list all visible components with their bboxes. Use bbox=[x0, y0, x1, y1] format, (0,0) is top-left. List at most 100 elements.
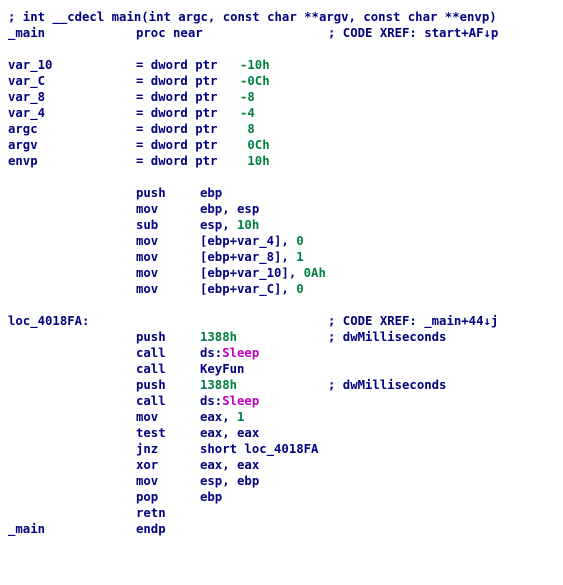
function-signature-line: ; int __cdecl main(int argc, const char … bbox=[8, 9, 560, 25]
immediate-value: 1 bbox=[237, 410, 245, 424]
instruction-mnemonic[interactable]: test bbox=[136, 426, 166, 440]
instruction-operands[interactable]: eax, eax bbox=[200, 425, 259, 441]
instruction-mnemonic[interactable]: pop bbox=[136, 490, 159, 504]
instruction-line: push ebp bbox=[8, 185, 560, 201]
stack-variable-offset: -10h bbox=[240, 58, 270, 72]
instruction-mnemonic[interactable]: call bbox=[136, 346, 166, 360]
prologue-block: push ebp mov ebp, esp sub esp, 10h mov [ebp+var… bbox=[8, 185, 560, 297]
stack-variable-line: var_4 = dword ptr -4 bbox=[8, 105, 560, 121]
stack-variable-type: = dword ptr bbox=[136, 106, 218, 120]
blank-line bbox=[8, 297, 560, 313]
stack-variable-name[interactable]: var_4 bbox=[8, 106, 46, 120]
stack-variable-type: = dword ptr bbox=[136, 122, 218, 136]
stack-variable-name[interactable]: var_8 bbox=[8, 90, 46, 104]
disassembly-listing: ; int __cdecl main(int argc, const char … bbox=[8, 9, 560, 537]
instruction-operands[interactable]: ebp, esp bbox=[200, 201, 259, 217]
operand-text: ebp, esp bbox=[200, 202, 260, 216]
xref-down-arrow-icon: ↓ bbox=[483, 26, 491, 40]
stack-variable-line: var_8= dword ptr-8 bbox=[8, 89, 560, 105]
stack-variable-name[interactable]: var_C bbox=[8, 74, 46, 88]
operand-text: [ebp+var_4], bbox=[200, 234, 297, 248]
instruction-line: mov [ebp+var_8], 1 bbox=[8, 249, 560, 265]
loop-label[interactable]: loc_4018FA: bbox=[8, 314, 90, 328]
function-signature-comment: ; int __cdecl main(int argc, const char … bbox=[8, 10, 497, 24]
stack-variable-offset: 8 bbox=[240, 122, 255, 136]
operand-text: ebp bbox=[200, 186, 223, 200]
stack-variable-offset: -4 bbox=[240, 106, 255, 120]
blank-line bbox=[8, 169, 560, 185]
instruction-mnemonic[interactable]: sub bbox=[136, 218, 159, 232]
instruction-operands[interactable]: [ebp+var_10], 0Ah bbox=[200, 265, 326, 281]
stack-variable-offset: 0Ch bbox=[240, 138, 270, 152]
stack-variable-name[interactable]: var_10 bbox=[8, 58, 53, 72]
instruction-mnemonic[interactable]: jnz bbox=[136, 442, 159, 456]
instruction-operands[interactable]: [ebp+var_4], 0 bbox=[200, 233, 304, 249]
loop-xref-comment[interactable]: ; CODE XREF: _main+44↓j bbox=[328, 313, 498, 329]
instruction-mnemonic[interactable]: call bbox=[136, 362, 166, 376]
instruction-mnemonic[interactable]: mov bbox=[136, 474, 159, 488]
proc-xref-comment[interactable]: ; CODE XREF: start+AF↓p bbox=[328, 25, 498, 41]
instruction-line: call ds:Sleep bbox=[8, 345, 560, 361]
proc-line: _main proc near ; CODE XREF: start+AF↓p bbox=[8, 25, 560, 41]
instruction-mnemonic[interactable]: push bbox=[136, 186, 166, 200]
instruction-line: mov [ebp+var_C], 0 bbox=[8, 281, 560, 297]
operand-text: ds: bbox=[200, 394, 223, 408]
immediate-value: 1 bbox=[296, 250, 304, 264]
stack-variable-name[interactable]: envp bbox=[8, 154, 38, 168]
stack-variable-offset: -8 bbox=[240, 90, 255, 104]
instruction-mnemonic[interactable]: mov bbox=[136, 234, 159, 248]
endp-name-label[interactable]: _main bbox=[8, 522, 46, 536]
instruction-operands[interactable]: ebp bbox=[200, 185, 222, 201]
instruction-mnemonic[interactable]: push bbox=[136, 330, 166, 344]
instruction-mnemonic[interactable]: mov bbox=[136, 410, 159, 424]
operand-text: esp, bbox=[200, 218, 238, 232]
stack-variable-name[interactable]: argc bbox=[8, 122, 38, 136]
instruction-mnemonic[interactable]: call bbox=[136, 394, 166, 408]
immediate-value: 1388h bbox=[200, 378, 238, 392]
proc-xref-text: ; CODE XREF: start+AF bbox=[328, 26, 484, 40]
instruction-mnemonic[interactable]: mov bbox=[136, 266, 159, 280]
imported-function-name[interactable]: Sleep bbox=[222, 346, 260, 360]
stack-variable-name[interactable]: argv bbox=[8, 138, 38, 152]
instruction-mnemonic[interactable]: xor bbox=[136, 458, 159, 472]
instruction-operands[interactable]: 1388h bbox=[200, 377, 237, 393]
operand-text: eax, eax bbox=[200, 426, 260, 440]
operand-text: short loc_4018FA bbox=[200, 442, 319, 456]
imported-function-name[interactable]: Sleep bbox=[222, 394, 260, 408]
instruction-operands[interactable]: ebp bbox=[200, 489, 222, 505]
instruction-operands[interactable]: [ebp+var_C], 0 bbox=[200, 281, 304, 297]
stack-variable-offset: -0Ch bbox=[240, 74, 270, 88]
stack-variable-line: var_C= dword ptr-0Ch bbox=[8, 73, 560, 89]
instruction-comment: ; dwMilliseconds bbox=[328, 330, 447, 344]
instruction-operands[interactable]: 1388h bbox=[200, 329, 237, 345]
instruction-operands[interactable]: esp, ebp bbox=[200, 473, 259, 489]
instruction-operands[interactable]: ds:Sleep bbox=[200, 345, 259, 361]
instruction-operands[interactable]: eax, 1 bbox=[200, 409, 244, 425]
instruction-line: mov [ebp+var_10], 0Ah bbox=[8, 265, 560, 281]
instruction-operands[interactable]: eax, eax bbox=[200, 457, 259, 473]
xref-down-arrow-icon: ↓ bbox=[483, 314, 491, 328]
proc-xref-type: p bbox=[490, 26, 499, 40]
instruction-mnemonic[interactable]: mov bbox=[136, 202, 159, 216]
instruction-mnemonic[interactable]: mov bbox=[136, 250, 159, 264]
operand-text: [ebp+var_8], bbox=[200, 250, 297, 264]
blank-line bbox=[8, 41, 560, 57]
instruction-mnemonic[interactable]: retn bbox=[136, 506, 166, 520]
immediate-value: 10h bbox=[237, 218, 260, 232]
operand-text: eax, eax bbox=[200, 458, 260, 472]
instruction-line: call ds:Sleep bbox=[8, 393, 560, 409]
stack-variable-offset: 10h bbox=[240, 154, 270, 168]
instruction-mnemonic[interactable]: mov bbox=[136, 282, 159, 296]
instruction-operands[interactable]: esp, 10h bbox=[200, 217, 259, 233]
instruction-operands[interactable]: ds:Sleep bbox=[200, 393, 259, 409]
proc-name-label[interactable]: _main bbox=[8, 26, 46, 40]
instruction-operands[interactable]: KeyFun bbox=[200, 361, 244, 377]
stack-variable-line: envp= dword ptr 10h bbox=[8, 153, 560, 169]
instruction-operands[interactable]: short loc_4018FA bbox=[200, 441, 318, 457]
stack-variable-line: var_10= dword ptr-10h bbox=[8, 57, 560, 73]
instruction-operands[interactable]: [ebp+var_8], 1 bbox=[200, 249, 304, 265]
instruction-mnemonic[interactable]: push bbox=[136, 378, 166, 392]
